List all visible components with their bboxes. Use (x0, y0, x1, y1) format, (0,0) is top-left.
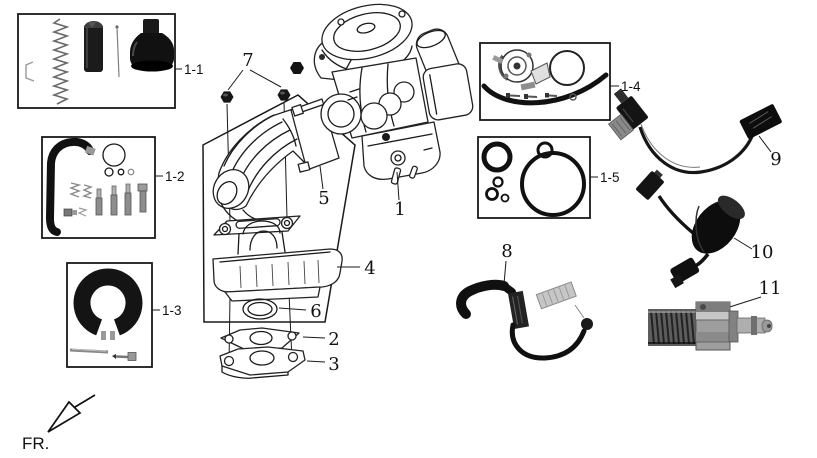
o-ring-small-3 (127, 168, 135, 176)
jet-needle-part (115, 25, 120, 78)
callout-1: 1 (394, 199, 405, 220)
part-10-auto-bystarter: 10 (636, 169, 774, 289)
callout-3: 3 (328, 354, 339, 375)
intake-duct (212, 98, 340, 227)
nut-left (220, 91, 234, 103)
pump-part (492, 49, 551, 91)
spring-tiny (77, 207, 88, 217)
pump-screws (506, 93, 577, 101)
ribbed-sleeve (535, 281, 577, 310)
manifold-ribs (239, 259, 320, 289)
o-ring-small-2 (117, 168, 125, 176)
o-ring-thick (481, 141, 513, 173)
jet-set (95, 183, 148, 216)
bowl-gasket (520, 151, 586, 217)
assembly-frame (202, 94, 356, 323)
rod-part (69, 348, 109, 354)
kit-box-1-1: 1-1 (17, 13, 204, 109)
callout-8: 8 (501, 241, 512, 262)
clip-part (25, 61, 35, 82)
kit-label-1-1: 1-1 (184, 62, 204, 77)
fr-direction-marker: FR. (22, 394, 96, 453)
intake-manifold (212, 215, 343, 302)
screw-part (112, 352, 137, 361)
spring-small-2 (81, 184, 94, 199)
o-ring-small-1 (104, 167, 114, 177)
kit-label-1-2: 1-2 (165, 169, 185, 184)
cap-part (130, 19, 174, 72)
center-callouts: 7 5 1 4 6 2 3 (227, 50, 406, 375)
kit-box-1-3: 1-3 (66, 262, 182, 368)
spring-part (51, 18, 70, 105)
heater-cover-part (73, 268, 143, 336)
kit-label-1-4: 1-4 (621, 79, 641, 94)
callout-2: 2 (328, 329, 339, 350)
o-ring-a (492, 176, 504, 188)
part-8-hose-assembly: 8 (456, 241, 593, 361)
gasket-plate (220, 327, 300, 351)
nipple (736, 316, 773, 335)
kit-label-1-5: 1-5 (600, 170, 620, 185)
bolt-small (63, 208, 77, 217)
callout-10: 10 (751, 242, 774, 263)
callout-9: 9 (770, 149, 781, 170)
kit-box-1-4: 1-4 (479, 42, 641, 121)
hose-part (481, 72, 609, 106)
callout-7: 7 (242, 50, 253, 71)
callout-6: 6 (310, 301, 321, 322)
tab-2 (110, 331, 115, 340)
callout-5: 5 (318, 188, 329, 209)
carb-mount-nut (290, 62, 304, 74)
gasket-loop (536, 141, 554, 159)
o-ring-large (102, 143, 126, 167)
callout-11: 11 (759, 278, 782, 299)
part-9-wire-harness: 9 (607, 88, 782, 175)
flange-nuts (220, 89, 291, 103)
tab-1 (101, 331, 106, 340)
part-11-thermo-valve: 11 (648, 278, 782, 351)
kit-label-1-3: 1-3 (162, 303, 182, 318)
kit-box-1-5: 1-5 (477, 136, 620, 219)
nut-right (277, 89, 291, 101)
pump-gasket (549, 50, 585, 86)
fr-label: FR. (22, 434, 49, 453)
spring-small-1 (69, 182, 82, 198)
insulator-plate (219, 346, 306, 379)
callout-4: 4 (364, 258, 375, 279)
vacuum-piston-part (84, 21, 103, 72)
o-ring-c (500, 193, 510, 203)
o-ring-b (485, 187, 499, 201)
kit-box-1-2: 1-2 (41, 136, 185, 239)
gasket-ring (242, 298, 278, 320)
duct-mouth (212, 169, 250, 209)
drain-hose-part (45, 137, 96, 236)
hex-body (695, 301, 731, 351)
fr-arrow-icon (47, 400, 82, 433)
carburetor (290, 3, 474, 185)
